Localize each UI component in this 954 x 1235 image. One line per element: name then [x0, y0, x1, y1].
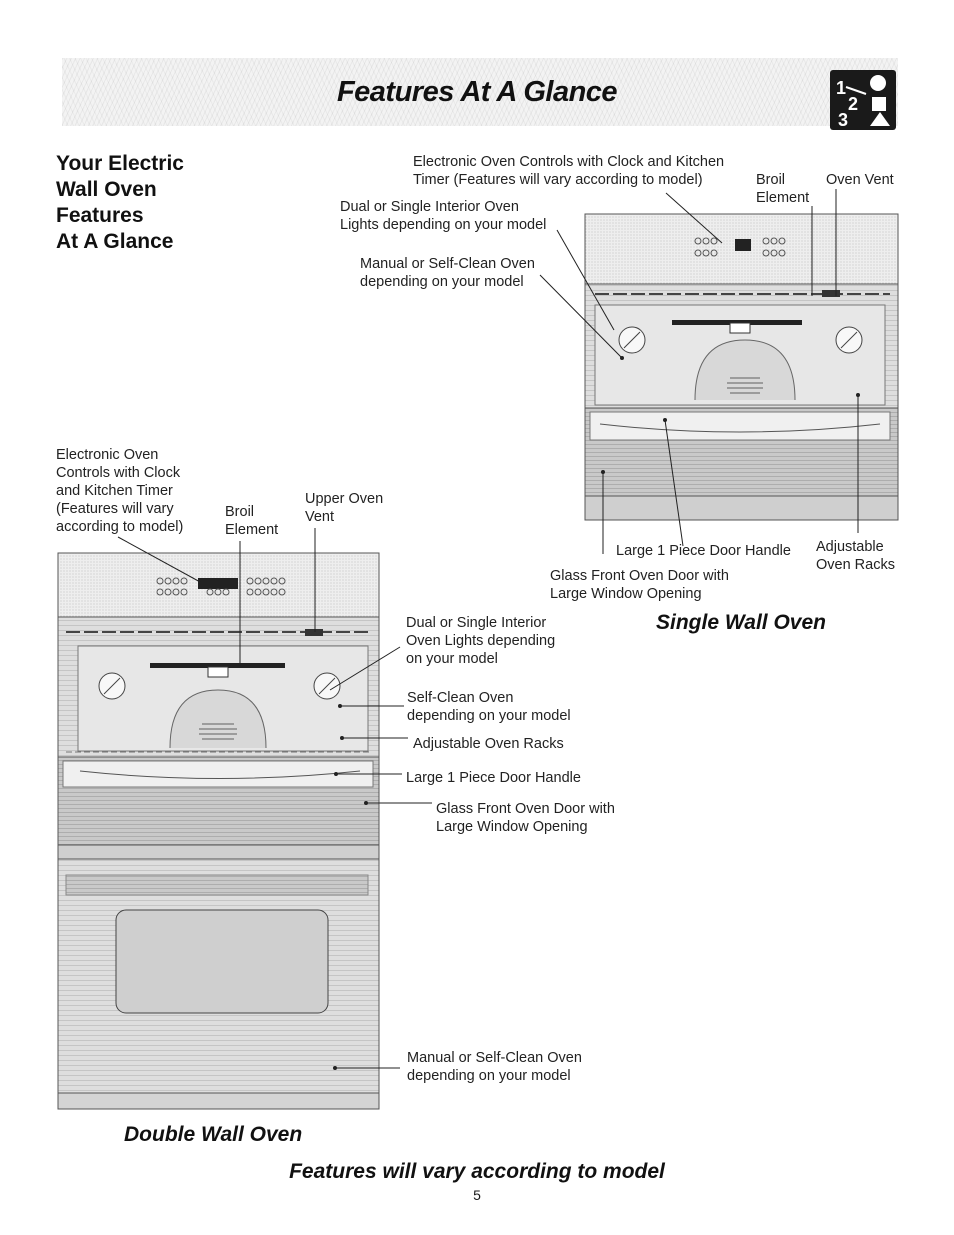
double-lights-label: Dual or Single Interior Oven Lights depe… — [406, 614, 555, 668]
single-broil-label: Broil Element — [756, 171, 809, 207]
label-line: Manual or Self-Clean Oven — [360, 256, 535, 272]
label-line: on your model — [406, 651, 498, 667]
single-oven-caption: Single Wall Oven — [656, 611, 826, 634]
double-racks-label: Adjustable Oven Racks — [413, 736, 564, 752]
section-title-line: At A Glance — [56, 230, 174, 253]
label-line: Oven Racks — [816, 557, 895, 573]
label-line: Element — [756, 190, 810, 206]
single-vent-label: Oven Vent — [826, 172, 894, 188]
label-line: Glass Front Oven Door with — [550, 568, 729, 584]
double-broil-label: Broil Element — [225, 503, 278, 539]
label-line: depending on your model — [407, 1068, 571, 1084]
label-line: (Features will vary — [56, 501, 174, 517]
label-line: Timer (Features will vary according to m… — [413, 172, 703, 188]
label-line: Element — [225, 522, 279, 538]
single-clean-label: Manual or Self-Clean Oven depending on y… — [360, 255, 535, 291]
label-line: Upper Oven — [305, 491, 384, 507]
double-vent-label: Upper Oven Vent — [305, 490, 383, 526]
single-oven-leaders — [539, 189, 859, 554]
double-door-label: Glass Front Oven Door with Large Window … — [436, 800, 615, 836]
single-oven-illustration — [584, 213, 899, 521]
single-racks-label: Adjustable Oven Racks — [816, 538, 895, 574]
label-line: Glass Front Oven Door with — [436, 801, 615, 817]
header-banner — [62, 58, 898, 126]
label-line: and Kitchen Timer — [56, 483, 173, 499]
label-line: Oven Lights depending — [406, 633, 556, 649]
label-line: Adjustable — [816, 539, 884, 555]
double-oven-leaders — [117, 528, 432, 1069]
label-line: Controls with Clock — [56, 465, 181, 481]
label-line: according to model) — [56, 519, 184, 535]
double-lower-clean-label: Manual or Self-Clean Oven depending on y… — [407, 1049, 582, 1085]
label-line: Large Window Opening — [550, 586, 702, 602]
label-line: depending on your model — [407, 708, 571, 724]
label-line: Broil — [756, 172, 786, 188]
single-handle-label: Large 1 Piece Door Handle — [616, 543, 791, 559]
single-lights-label: Dual or Single Interior Oven Lights depe… — [340, 198, 546, 234]
double-controls-label: Electronic Oven Controls with Clock and … — [56, 446, 183, 536]
label-line: Broil — [225, 504, 255, 520]
label-line: Large Window Opening — [436, 819, 588, 835]
label-line: Lights depending on your model — [340, 217, 547, 233]
label-line: Manual or Self-Clean Oven — [407, 1050, 582, 1066]
label-line: depending on your model — [360, 274, 524, 290]
section-title-line: Wall Oven — [56, 178, 157, 201]
page-number: 5 — [473, 1187, 481, 1203]
label-line: Self-Clean Oven — [407, 690, 514, 706]
double-clean-label: Self-Clean Oven depending on your model — [407, 689, 571, 725]
label-line: Dual or Single Interior Oven — [340, 199, 519, 215]
label-line: Vent — [305, 509, 335, 525]
single-door-label: Glass Front Oven Door with Large Window … — [550, 567, 729, 603]
section-title: Your Electric Wall Oven Features At A Gl… — [56, 151, 184, 255]
page-title: Features At A Glance — [336, 76, 618, 108]
label-line: Electronic Oven — [56, 447, 159, 463]
svg-text:2: 2 — [848, 94, 858, 114]
label-line: Dual or Single Interior — [406, 615, 547, 631]
section-title-line: Features — [56, 204, 144, 227]
double-handle-label: Large 1 Piece Door Handle — [406, 770, 581, 786]
steps-logo-icon: 1 2 3 — [830, 70, 896, 130]
label-line: Electronic Oven Controls with Clock and … — [413, 154, 725, 170]
section-title-line: Your Electric — [56, 152, 184, 175]
single-controls-label: Electronic Oven Controls with Clock and … — [413, 153, 724, 189]
svg-text:3: 3 — [838, 110, 848, 130]
double-oven-illustration — [57, 552, 380, 1110]
svg-text:1: 1 — [836, 78, 846, 98]
double-oven-caption: Double Wall Oven — [124, 1123, 303, 1146]
footer-note: Features will vary according to model — [289, 1160, 665, 1183]
